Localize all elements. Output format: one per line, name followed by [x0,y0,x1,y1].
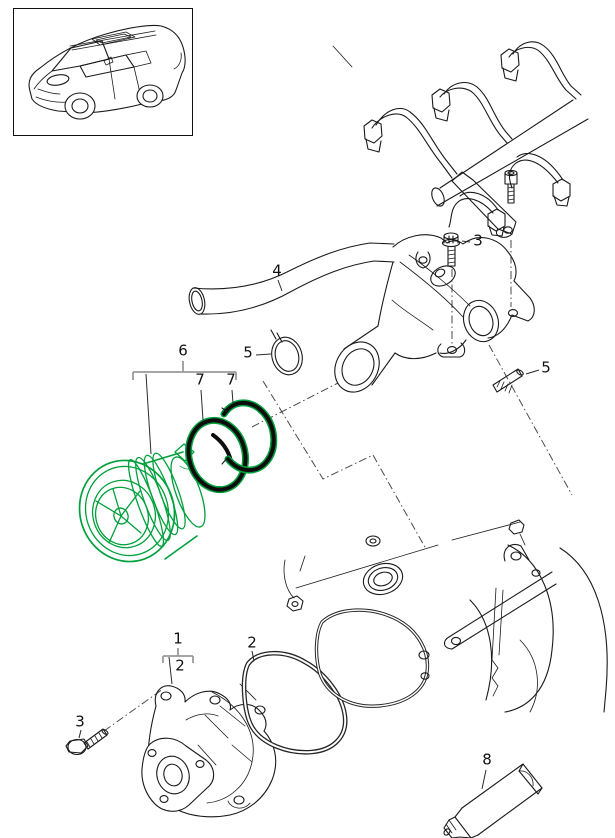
callout-1-water-pump[interactable]: 1 [173,629,183,648]
pump-gasket [241,650,348,755]
callout-brackets [132,361,237,663]
center-lines [103,240,573,732]
water-pump [141,683,277,818]
callout-4-coolant-pipe[interactable]: 4 [272,261,282,280]
fuel-rail [332,41,589,238]
injector-fitting [508,153,571,207]
sealing-ring-left [185,416,249,494]
vehicle-line-drawing [28,24,186,120]
callout-3-top-fastening-bolt-housing[interactable]: 3 [473,231,483,250]
hose-clamp-ring [270,329,303,376]
callout-7-right-sealing-ring[interactable]: 7 [226,370,236,389]
bolt-housing [441,232,461,267]
engine-block [283,519,608,713]
callout-3-bottom-fastening-bolt-pump[interactable]: 3 [75,712,85,731]
coolant-pipe [188,242,395,315]
callout-2-gasket-pump-gasket[interactable]: 2 [247,633,257,652]
thermostat-housing [334,234,535,393]
callout-6-thermostat-assembly[interactable]: 6 [178,341,188,360]
injector-fitting [363,107,458,179]
injector-fitting [448,191,506,237]
stud [492,368,524,394]
leader-lines [78,240,540,790]
callout-7-left-sealing-ring[interactable]: 7 [195,370,205,389]
sealant-tube [443,763,543,838]
sealing-ring-right [220,399,278,474]
socket-head-bolt [504,169,518,204]
thermostat-highlighted[interactable] [65,443,212,575]
callout-5-stud-stud[interactable]: 5 [541,358,551,377]
injector-fitting [500,41,582,100]
bolt-pump [65,728,109,756]
callout-8-sealant-tube[interactable]: 8 [482,750,492,769]
callout-2-pump-gasket-included[interactable]: 2 [175,656,185,675]
rail-bracket [451,171,517,238]
injector-fitting [431,81,513,144]
callout-5-clamp-retaining-ring[interactable]: 5 [243,343,253,362]
vehicle-thumbnail-box [13,8,193,136]
